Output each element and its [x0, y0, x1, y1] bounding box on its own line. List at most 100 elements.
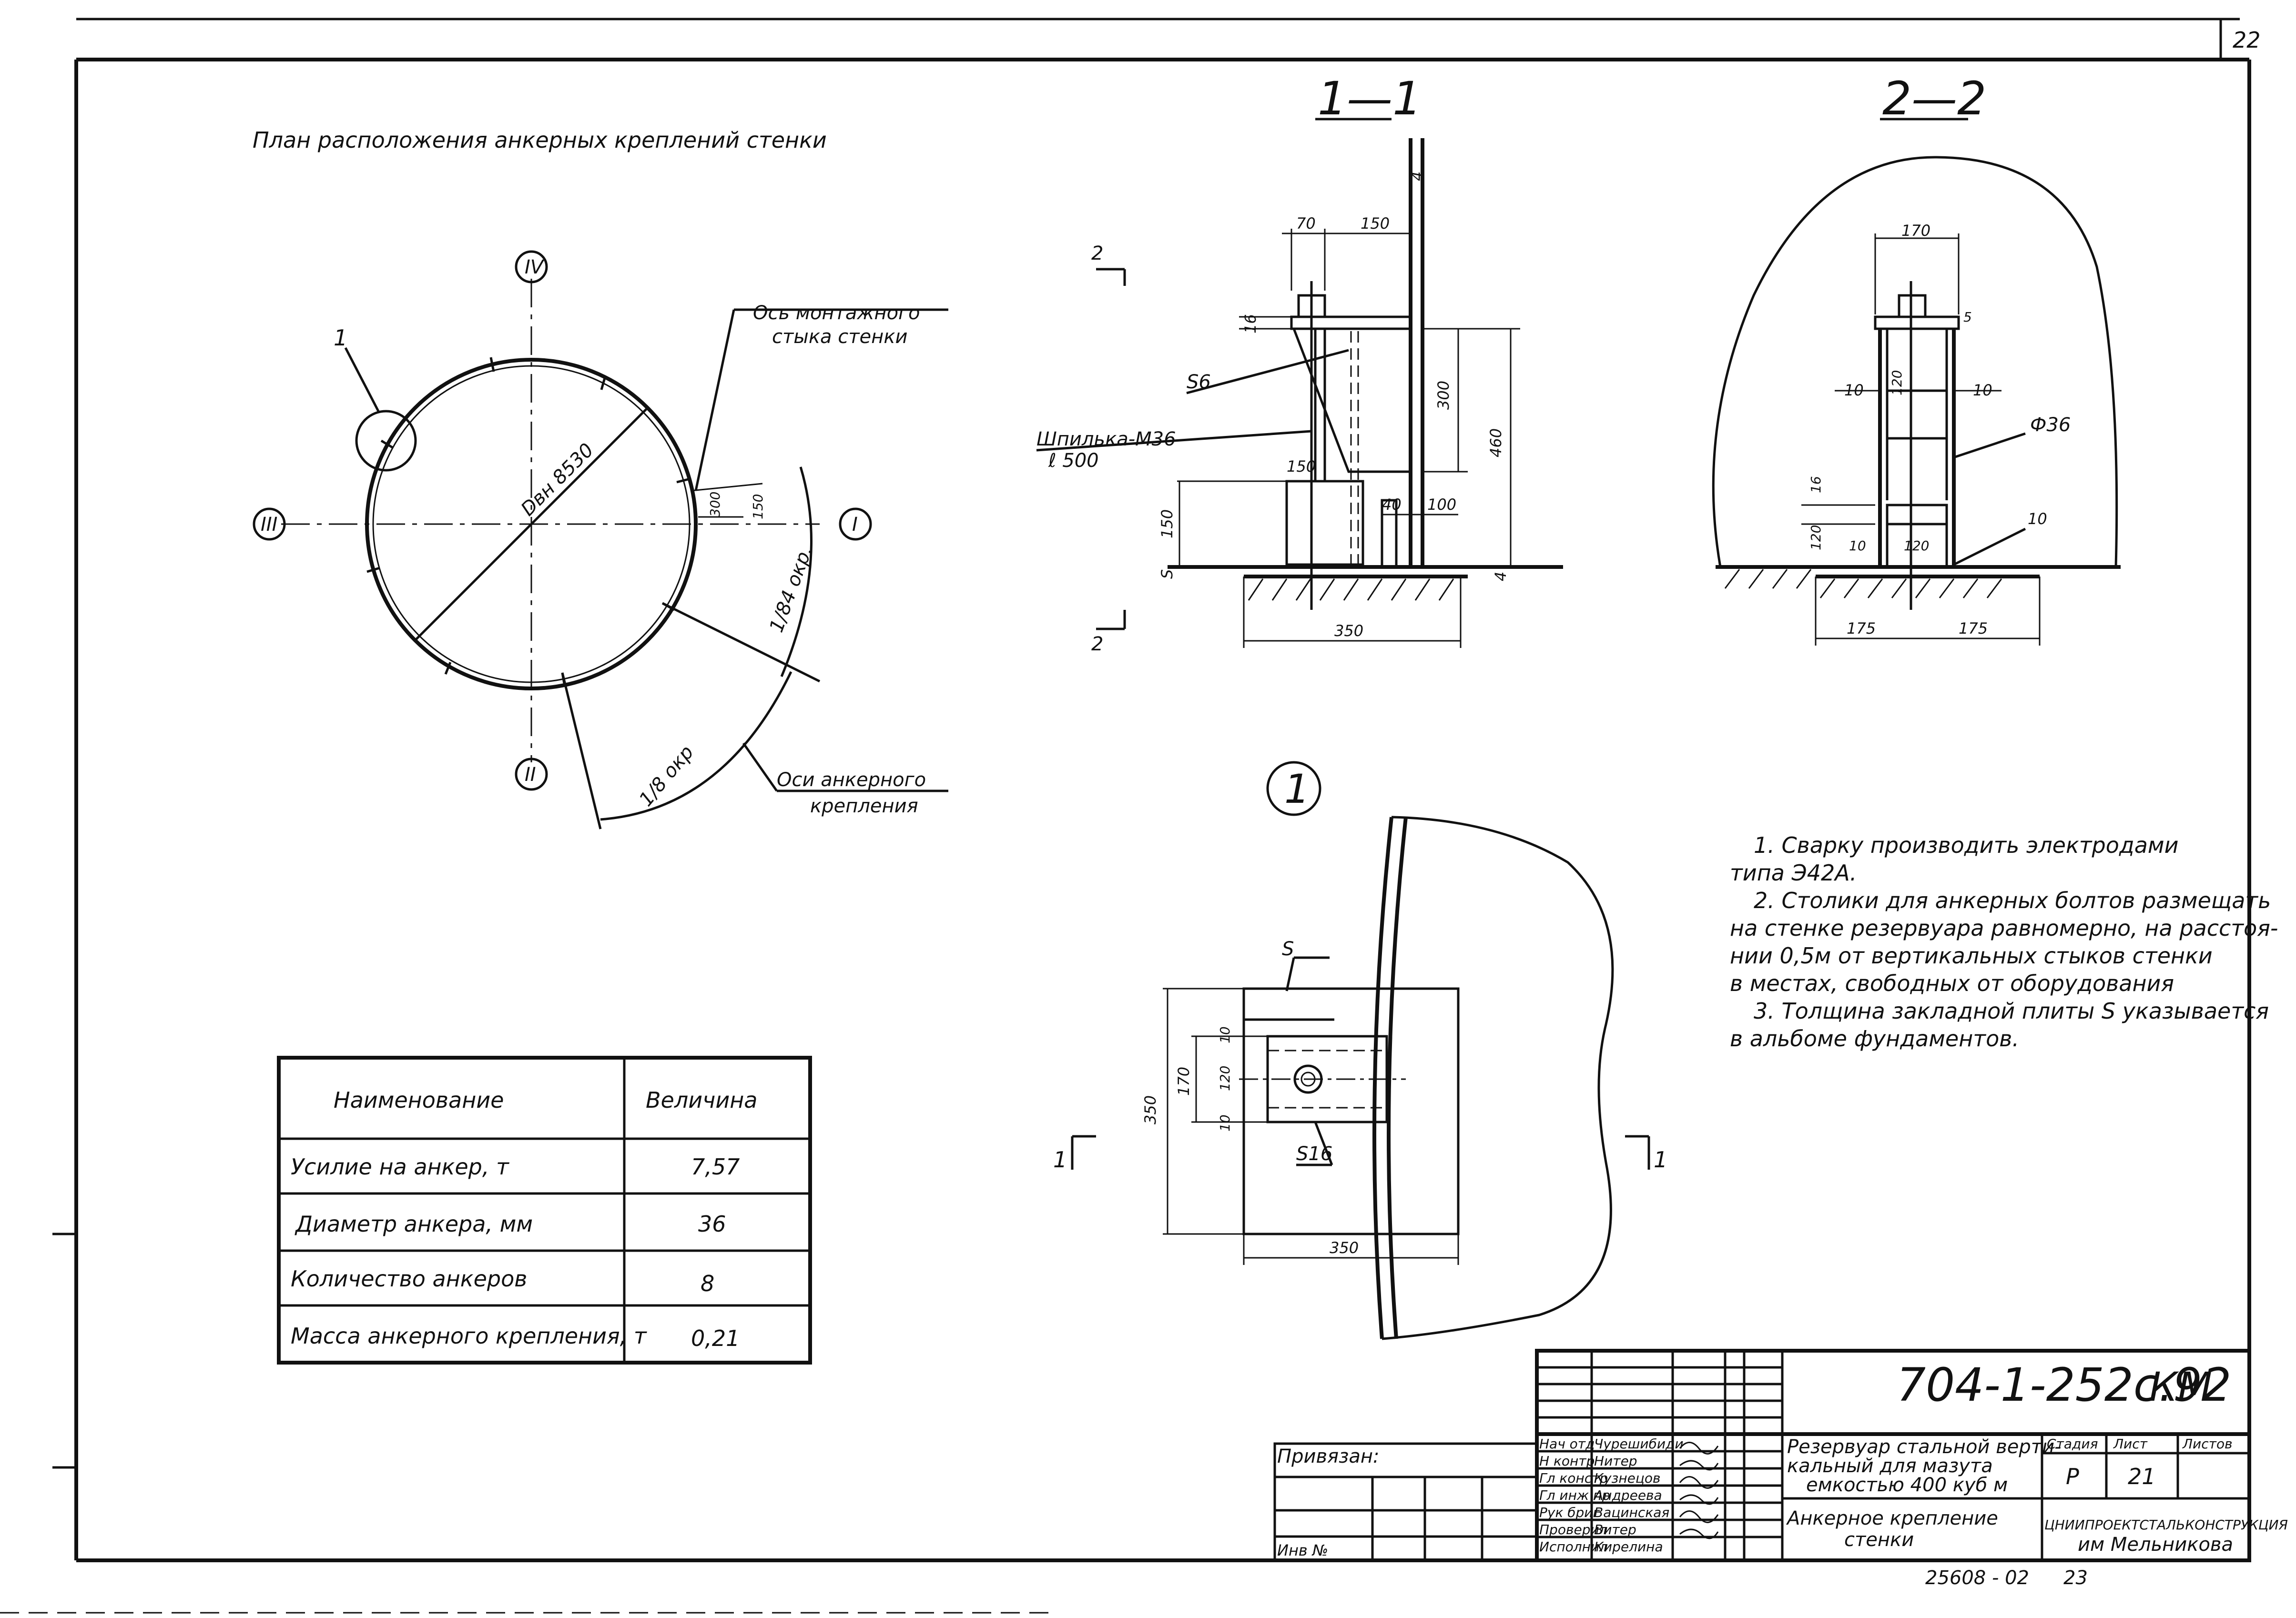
- name-2: Нитер: [1594, 1453, 1637, 1469]
- project-line-3: емкостью 400 куб м: [1806, 1474, 2008, 1496]
- dim-150-left: 150: [1158, 509, 1176, 538]
- table-row-value-2: 36: [698, 1211, 726, 1237]
- anchor-data-table: Наименование Величина Усилие на анкер, т…: [277, 1056, 812, 1365]
- section-1-1-title: 1—1: [1318, 72, 1422, 125]
- dim-120-base-bottom: 120: [1904, 538, 1929, 554]
- arc-1-8: [600, 671, 792, 821]
- table-row-name-3: Количество анкеров: [291, 1266, 527, 1292]
- cut-1-right: 1: [1654, 1147, 1667, 1173]
- stud-length: ℓ 500: [1048, 450, 1099, 472]
- axis-marker-4: [515, 250, 548, 283]
- name-5: Вацинская: [1594, 1505, 1669, 1520]
- note-line-1: 1. Сварку производить электродами: [1754, 832, 2178, 858]
- dim-16: 16: [1808, 476, 1824, 493]
- phi-36-label: Ф36: [2030, 414, 2071, 436]
- plan-title: План расположения анкерных креплений сте…: [253, 127, 827, 153]
- org-line-1: ЦНИИПРОЕКТСТАЛЬКОНСТРУКЦИЯ: [2044, 1517, 2288, 1533]
- bottom-num: 23: [2063, 1567, 2088, 1589]
- dim-10-base-right: 10: [2028, 510, 2047, 528]
- axis-label-3: III: [261, 514, 277, 536]
- dim-4-top: 4: [1408, 172, 1426, 181]
- sheet-header: Лист: [2113, 1436, 2148, 1452]
- detail-callout-circle: [355, 410, 417, 472]
- detail-1: 1 350 170 10 120 10 350 S: [1053, 761, 1667, 1340]
- embedded-plate: [1242, 987, 1460, 1235]
- detail-1-marker: [1266, 761, 1321, 816]
- project-line-2: кальный для мазута: [1787, 1455, 1993, 1477]
- anchor-axis-label-1: Оси анкерного: [777, 769, 926, 791]
- detail-1-title: 1: [1284, 766, 1310, 812]
- table-row-value-1: 7,57: [691, 1154, 740, 1180]
- weld-label-s16: S16: [1296, 1143, 1332, 1165]
- privyazan-label: Привязан:: [1277, 1446, 1380, 1467]
- joint-axis-label-1: Ось монтажного: [753, 302, 920, 324]
- arc-1-84: [780, 466, 813, 677]
- arc-1-8-label: 1/8 окр: [635, 741, 698, 810]
- dim-4-bottom: 4: [1492, 572, 1510, 581]
- cut-1-left: 1: [1053, 1147, 1067, 1173]
- dim-175-left: 175: [1847, 619, 1876, 637]
- stage-header: Стадия: [2047, 1436, 2098, 1452]
- dim-10-bottom: 10: [1217, 1114, 1233, 1132]
- axis-label-1: I: [852, 514, 858, 536]
- sheet-frame: [0, 18, 2251, 1614]
- section-2-2-title: 2—2: [1882, 72, 1986, 125]
- diameter-line: [414, 406, 649, 642]
- shell-break-outline: [1382, 816, 1614, 1340]
- name-1: Чурешибиди: [1594, 1436, 1684, 1452]
- note-line-4: на стенке резервуара равномерно, на расс…: [1730, 915, 2278, 941]
- role-3: Гл констр: [1539, 1470, 1608, 1486]
- note-line-2: типа Э42А.: [1730, 860, 1857, 886]
- cut-2-top: 2: [1091, 243, 1103, 264]
- dim-120-upper: 120: [1889, 370, 1905, 395]
- dim-170: 170: [1901, 222, 1930, 240]
- inv-label: Инв №: [1277, 1541, 1328, 1559]
- note-line-7: 3. Толщина закладной плиты S указывается: [1754, 998, 2269, 1024]
- role-4: Гл инж пр: [1539, 1487, 1610, 1503]
- plate-label-S: S: [1282, 938, 1294, 960]
- dim-10-top: 10: [1217, 1026, 1233, 1043]
- section-2-2: 2—2 170 5 120 10: [1712, 72, 2121, 646]
- table-header-name: Наименование: [334, 1087, 504, 1113]
- dim-5: 5: [1963, 309, 1972, 325]
- notes: 1. Сварку производить электродами типа Э…: [1730, 832, 2278, 1052]
- dim-70: 70: [1296, 214, 1316, 233]
- table-row-name-2: Диаметр анкера, мм: [295, 1211, 533, 1237]
- name-3: Кузнецов: [1594, 1470, 1661, 1486]
- weld-label-s6: S6: [1187, 371, 1211, 393]
- bottom-ref: 25608 - 02: [1925, 1567, 2029, 1589]
- anchor-axis-label-2: крепления: [810, 795, 918, 817]
- signatures: [1679, 1442, 1719, 1539]
- name-7: Кирелина: [1594, 1539, 1663, 1555]
- dim-120-base: 120: [1808, 525, 1824, 550]
- role-2: Н контр: [1539, 1453, 1595, 1469]
- tank-break-outline: [1712, 156, 2118, 567]
- axis-label-4: IV: [525, 256, 545, 278]
- project-line-1: Резервуар стальной верти-: [1787, 1436, 2061, 1458]
- table-row-name-4: Масса анкерного крепления, т: [291, 1323, 647, 1349]
- note-line-3: 2. Столики для анкерных болтов размещать: [1754, 888, 2271, 913]
- stud-label: Шпилька-М36: [1036, 428, 1176, 450]
- org-line-2: им Мельникова: [2078, 1534, 2233, 1556]
- table-header-value: Величина: [646, 1087, 758, 1113]
- dim-170-vertical: 170: [1175, 1067, 1193, 1096]
- name-6: Витер: [1594, 1522, 1636, 1537]
- sheet-title-line-2: стенки: [1844, 1529, 1914, 1551]
- dim-300: 300: [707, 492, 723, 517]
- axis-label-2: II: [525, 764, 536, 786]
- dim-10-base-left: 10: [1849, 538, 1866, 554]
- sheets-header: Листов: [2182, 1436, 2233, 1452]
- note-line-6: в местах, свободных от оборудования: [1730, 971, 2174, 996]
- table-row-value-4: 0,21: [691, 1325, 740, 1351]
- dim-300: 300: [1434, 381, 1453, 410]
- arc-1-84-label: 1/84 окр.: [765, 543, 817, 636]
- dim-40: 40: [1382, 496, 1402, 514]
- cut-2-bottom: 2: [1091, 633, 1103, 655]
- dim-350: 350: [1334, 622, 1363, 640]
- role-7: Исполнил: [1539, 1539, 1608, 1555]
- dim-S: S: [1158, 569, 1176, 579]
- note-line-8: в альбоме фундаментов.: [1730, 1026, 2019, 1052]
- diameter-label: Dвн 8530: [517, 439, 598, 520]
- dim-350-horizontal: 350: [1330, 1239, 1359, 1257]
